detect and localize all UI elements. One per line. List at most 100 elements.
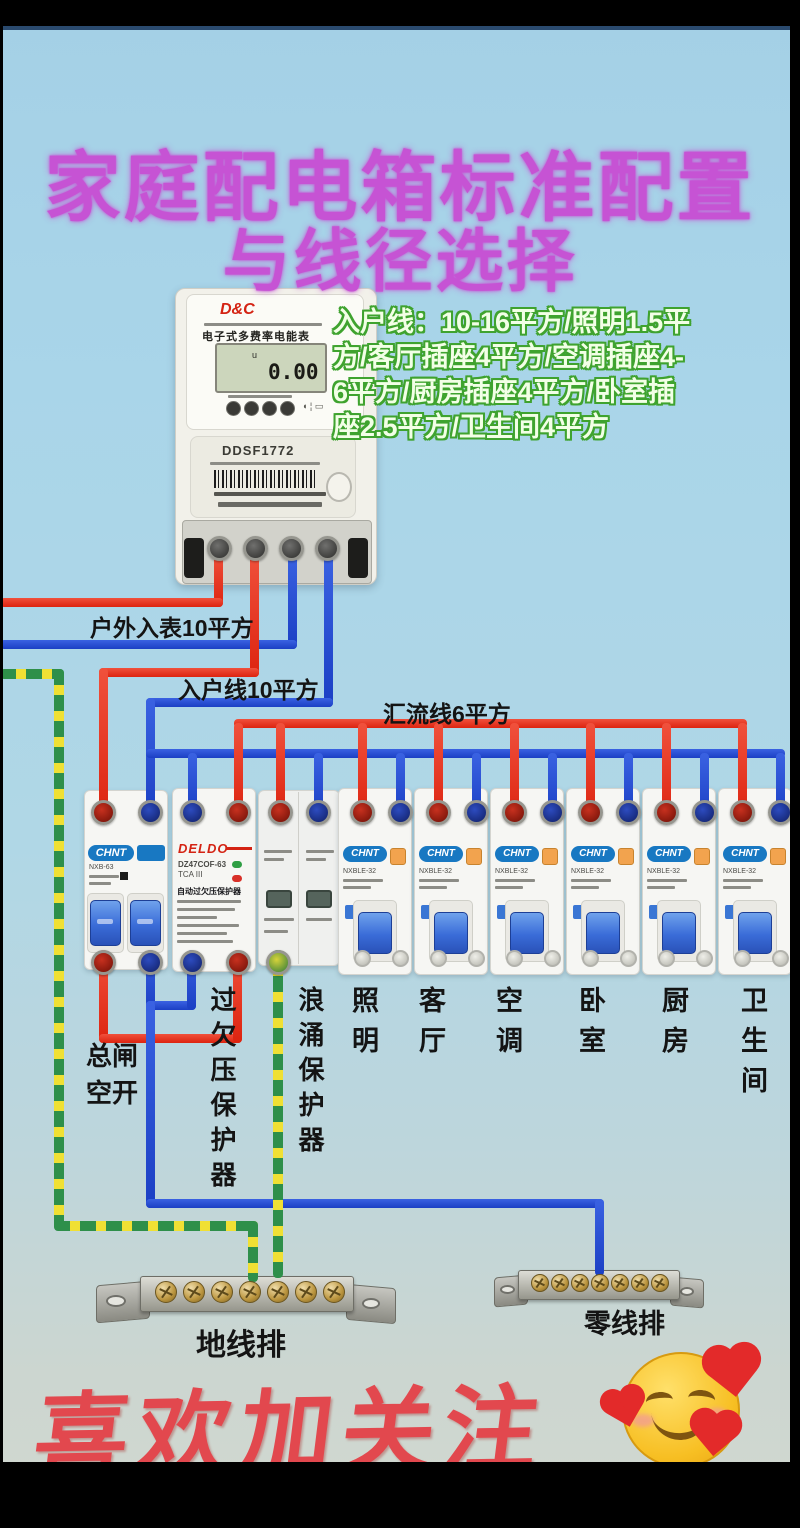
wire-neutral-bus	[146, 749, 785, 758]
terminal-screw	[691, 799, 717, 825]
circuit-breaker-text-bar	[723, 886, 751, 889]
neutral-bar-screw	[631, 1274, 649, 1292]
meter-fineprint-bar	[204, 323, 322, 326]
main-breaker-brand: CHNT	[88, 845, 134, 861]
breaker-live-drop-2	[510, 723, 519, 819]
circuit-breaker-handle	[434, 912, 468, 954]
circuit-breaker-test-button	[390, 848, 406, 865]
ovp-rating: TCA III	[178, 870, 203, 879]
wire-meter-live-out-v	[214, 552, 223, 607]
terminal-screw	[90, 949, 116, 975]
ground-bar-screw	[155, 1281, 177, 1303]
circuit-breaker-model: NXBLE-32	[343, 868, 377, 875]
surge-text-bar4	[306, 858, 326, 861]
circuit-breaker-test-button	[618, 848, 634, 865]
top-letterbox	[0, 0, 800, 26]
terminal-screw	[137, 799, 163, 825]
spec-note-line3: 6平方/厨房插座4平方/卧室插	[333, 377, 676, 407]
breaker-live-drop-1	[434, 723, 443, 819]
wire-ovp-neutral-drop	[188, 753, 197, 815]
circuit-breaker-bottom-screw	[468, 950, 485, 967]
wire-main-to-ovp-neutral-h	[146, 1001, 196, 1010]
terminal-screw	[265, 949, 291, 975]
breaker-neutral-drop-1	[472, 753, 481, 819]
circuit-breaker-brand: CHNT	[495, 846, 539, 862]
circuit-label-4: 厨房	[658, 986, 688, 1066]
main-breaker-handle-mark	[97, 919, 113, 924]
meter-type-label: 电子式多费率电能表	[202, 331, 310, 343]
ground-bar-hole-right	[362, 1298, 380, 1309]
circuit-breaker-model: NXBLE-32	[723, 868, 757, 875]
circuit-breaker-bottom-screw	[696, 950, 713, 967]
neutral-bar-hole-left	[500, 1285, 515, 1294]
circuit-breaker-bottom-screw	[354, 950, 371, 967]
circuit-breaker-brand: CHNT	[723, 846, 767, 862]
meter-button-3	[262, 401, 277, 416]
wire-ground-run-h	[54, 1221, 258, 1231]
wire-neutral-run-v	[146, 1001, 155, 1208]
wire-incoming-live-h	[99, 668, 259, 677]
meter-button-caption-bar	[228, 395, 292, 398]
circuit-breaker-text-bar	[723, 879, 763, 882]
circuit-breaker-model: NXBLE-32	[571, 868, 605, 875]
terminal-screw	[225, 949, 251, 975]
circuit-label-0: 照明	[348, 986, 378, 1066]
breaker-neutral-drop-5	[776, 753, 785, 819]
meter-terminal-cap-right	[348, 538, 368, 578]
surge-text-bar6	[306, 918, 332, 921]
terminal-screw	[278, 535, 304, 561]
terminal-screw	[90, 799, 116, 825]
terminal-screw	[314, 535, 340, 561]
ovp-trip-led	[232, 875, 242, 882]
terminal-screw	[267, 799, 293, 825]
wire-meter-live-out-h	[0, 598, 223, 607]
circuit-breaker-text-bar	[495, 879, 535, 882]
terminal-screw	[349, 799, 375, 825]
label-main-breaker-line1: 总闸	[86, 1041, 139, 1071]
circuit-breaker-text-bar	[343, 879, 383, 882]
label-main-breaker-line2: 空开	[86, 1078, 139, 1108]
wire-incoming-live-v2	[99, 668, 108, 818]
wire-surge-live-drop	[276, 723, 285, 815]
circuit-breaker-bottom-screw	[658, 950, 675, 967]
wire-meter-neutral-out-h	[0, 640, 297, 649]
circuit-breaker-bottom-screw	[620, 950, 637, 967]
main-breaker-spec-bar2	[89, 882, 111, 885]
wire-meter-neutral-out-v	[288, 552, 297, 649]
meter-lcd	[215, 343, 327, 393]
left-edge	[0, 0, 3, 1528]
terminal-screw	[179, 799, 205, 825]
meter-lcd-reading: 0.00	[268, 360, 319, 384]
breaker-live-drop-5	[738, 723, 747, 819]
ground-bar-screw	[183, 1281, 205, 1303]
circuit-breaker-handle	[662, 912, 696, 954]
terminal-screw	[577, 799, 603, 825]
meter-model: DDSF1772	[222, 443, 295, 458]
label-ground-bar: 地线排	[196, 1329, 286, 1362]
ovp-brand-line	[226, 847, 252, 850]
ovp-model: DZ47COF-63	[178, 860, 227, 869]
circuit-breaker-bottom-screw	[544, 950, 561, 967]
circuit-breaker-text-bar	[571, 879, 611, 882]
ground-bar-screw	[211, 1281, 233, 1303]
terminal-screw	[225, 799, 251, 825]
label-ovp: 过欠压保护器	[207, 986, 237, 1196]
circuit-breaker-model: NXBLE-32	[647, 868, 681, 875]
meter-brand: D&C	[220, 301, 255, 318]
ovp-text-bar1	[177, 900, 241, 903]
top-divider	[0, 26, 800, 30]
circuit-label-5: 卫生间	[737, 986, 767, 1106]
breaker-neutral-drop-3	[624, 753, 633, 819]
circuit-breaker-test-button	[466, 848, 482, 865]
ovp-text-bar2	[177, 908, 235, 911]
neutral-bar-screw	[611, 1274, 629, 1292]
surge-text-bar5	[264, 918, 294, 921]
meter-spec-bar	[210, 462, 320, 465]
ground-bar-screw	[295, 1281, 317, 1303]
ground-bar-screw	[239, 1281, 261, 1303]
main-breaker-spec-bar1	[89, 875, 119, 878]
meter-button-1	[226, 401, 241, 416]
wire-incoming-neutral-v1	[324, 552, 333, 707]
wire-main-to-ovp-neutral-v2	[187, 950, 196, 1010]
